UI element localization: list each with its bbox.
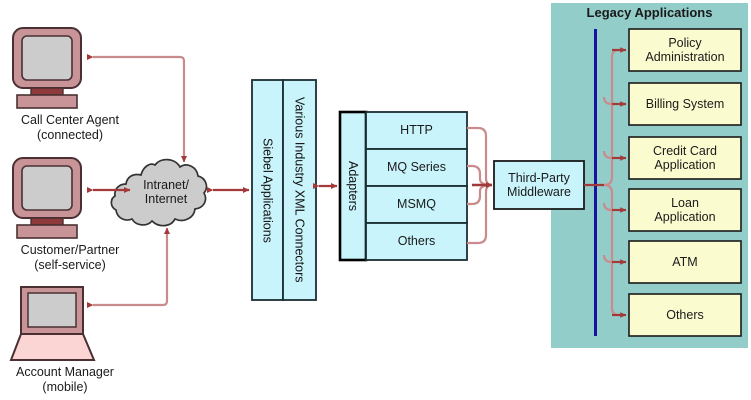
adapter-row-mq-series: MQ Series <box>386 160 447 175</box>
endpoint-label-account-manager: Account Manager (mobile) <box>16 365 114 394</box>
third-party-middleware-box <box>493 160 585 210</box>
laptop-computer-icon <box>9 286 96 361</box>
xml-connectors-label: Various Industry XML Connectors <box>292 97 307 283</box>
desktop-computer-icon-2 <box>12 157 82 239</box>
adapter-row-msmq: MSMQ <box>397 197 436 212</box>
legacy-app-others: Others <box>666 307 704 322</box>
legacy-app-billing-system: Billing System <box>645 96 725 111</box>
endpoint-label-call-center-agent: Call Center Agent (connected) <box>21 113 119 142</box>
legacy-app-credit-card-application: Credit Card Application <box>653 143 717 173</box>
legacy-app-loan-application: Loan Application <box>654 195 716 225</box>
endpoint-label-customer-partner: Customer/Partner (self-service) <box>20 243 120 272</box>
legacy-applications-title: Legacy Applications <box>586 5 713 20</box>
desktop-computer-icon-1 <box>12 27 82 109</box>
adapter-row-http: HTTP <box>400 123 433 138</box>
adapter-row-others: Others <box>397 234 436 249</box>
cloud-label: Intranet/ Internet <box>143 178 189 206</box>
third-party-middleware-label: Third-Party Middleware <box>507 170 571 200</box>
legacy-app-atm: ATM <box>672 254 698 269</box>
legacy-app-boxes <box>628 28 742 337</box>
legacy-app-policy-administration: Policy Administration <box>645 35 725 65</box>
siebel-applications-block <box>251 79 317 301</box>
adapters-label: Adapters <box>346 160 360 212</box>
siebel-applications-label: Siebel Applications <box>260 137 275 243</box>
cloud-icon <box>110 158 208 227</box>
